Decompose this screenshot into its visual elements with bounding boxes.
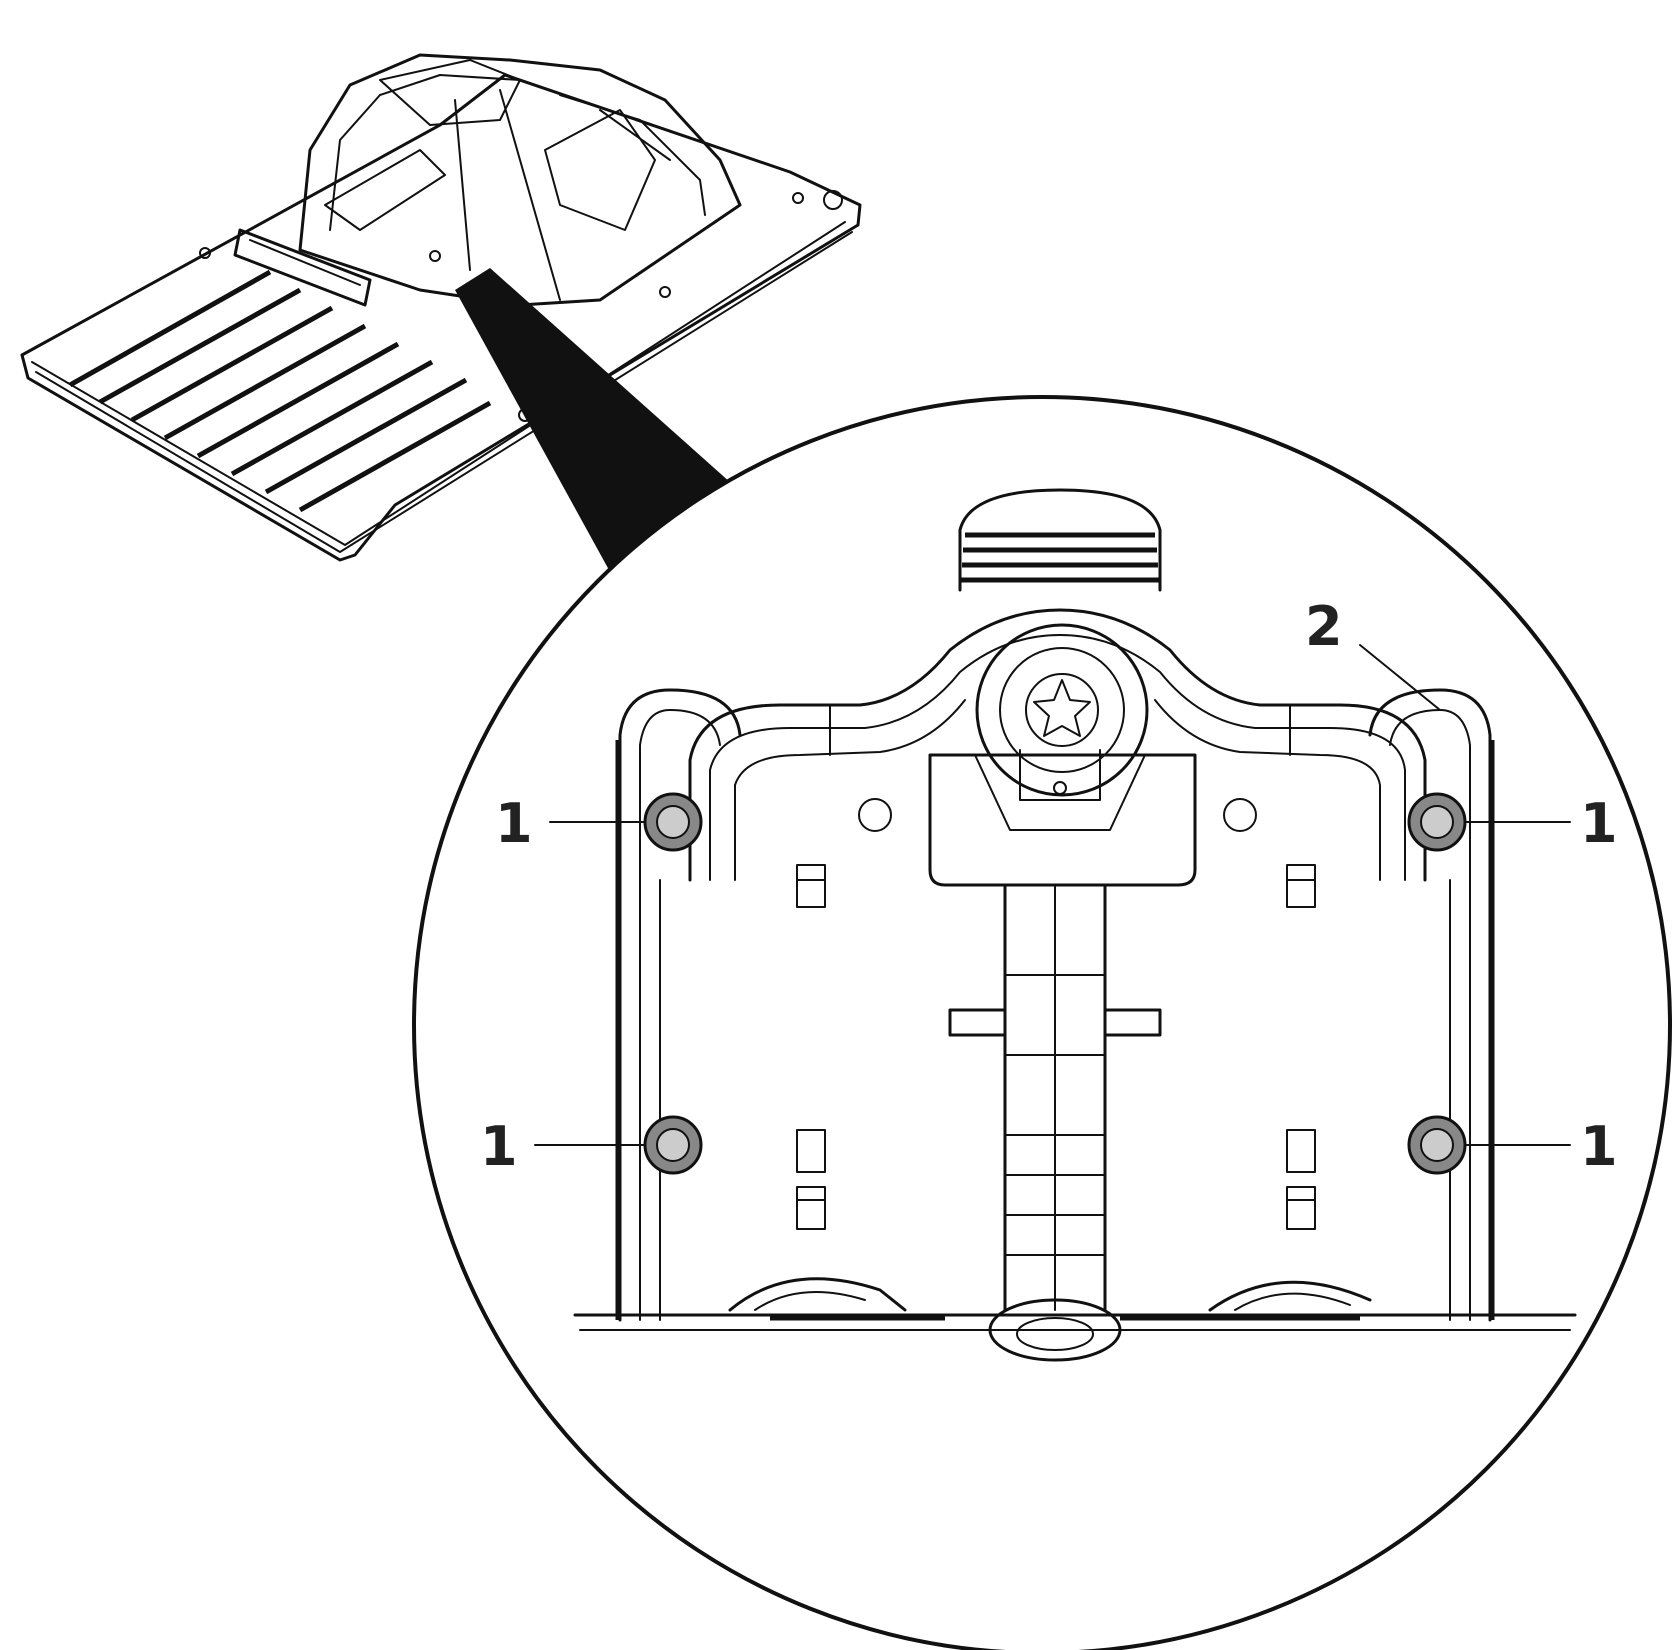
deck-slots: [68, 269, 492, 513]
callout-screw-bottom-left: 1: [480, 1115, 518, 1178]
callout-screw-top-right: 1: [1580, 792, 1618, 855]
central-stem: [948, 883, 1162, 1312]
callout-screw-bottom-right: 1: [1580, 1115, 1618, 1178]
magnifier-beam: [455, 268, 750, 590]
hub-socket: [975, 623, 1149, 797]
leader-lines: [534, 644, 1571, 1146]
threaded-boss: [958, 488, 1162, 592]
detail-view: [412, 395, 1672, 1650]
slot-clips: [796, 864, 1316, 1230]
screw-top-right: [1407, 792, 1467, 852]
screw-top-left: [643, 792, 703, 852]
screw-bottom-right: [1407, 1115, 1467, 1175]
callout-rail: 2: [1305, 595, 1343, 658]
overview-base-plate: [20, 53, 862, 562]
callout-screw-top-left: 1: [495, 792, 533, 855]
left-rail: [615, 688, 742, 1322]
screw-bottom-left: [643, 1115, 703, 1175]
